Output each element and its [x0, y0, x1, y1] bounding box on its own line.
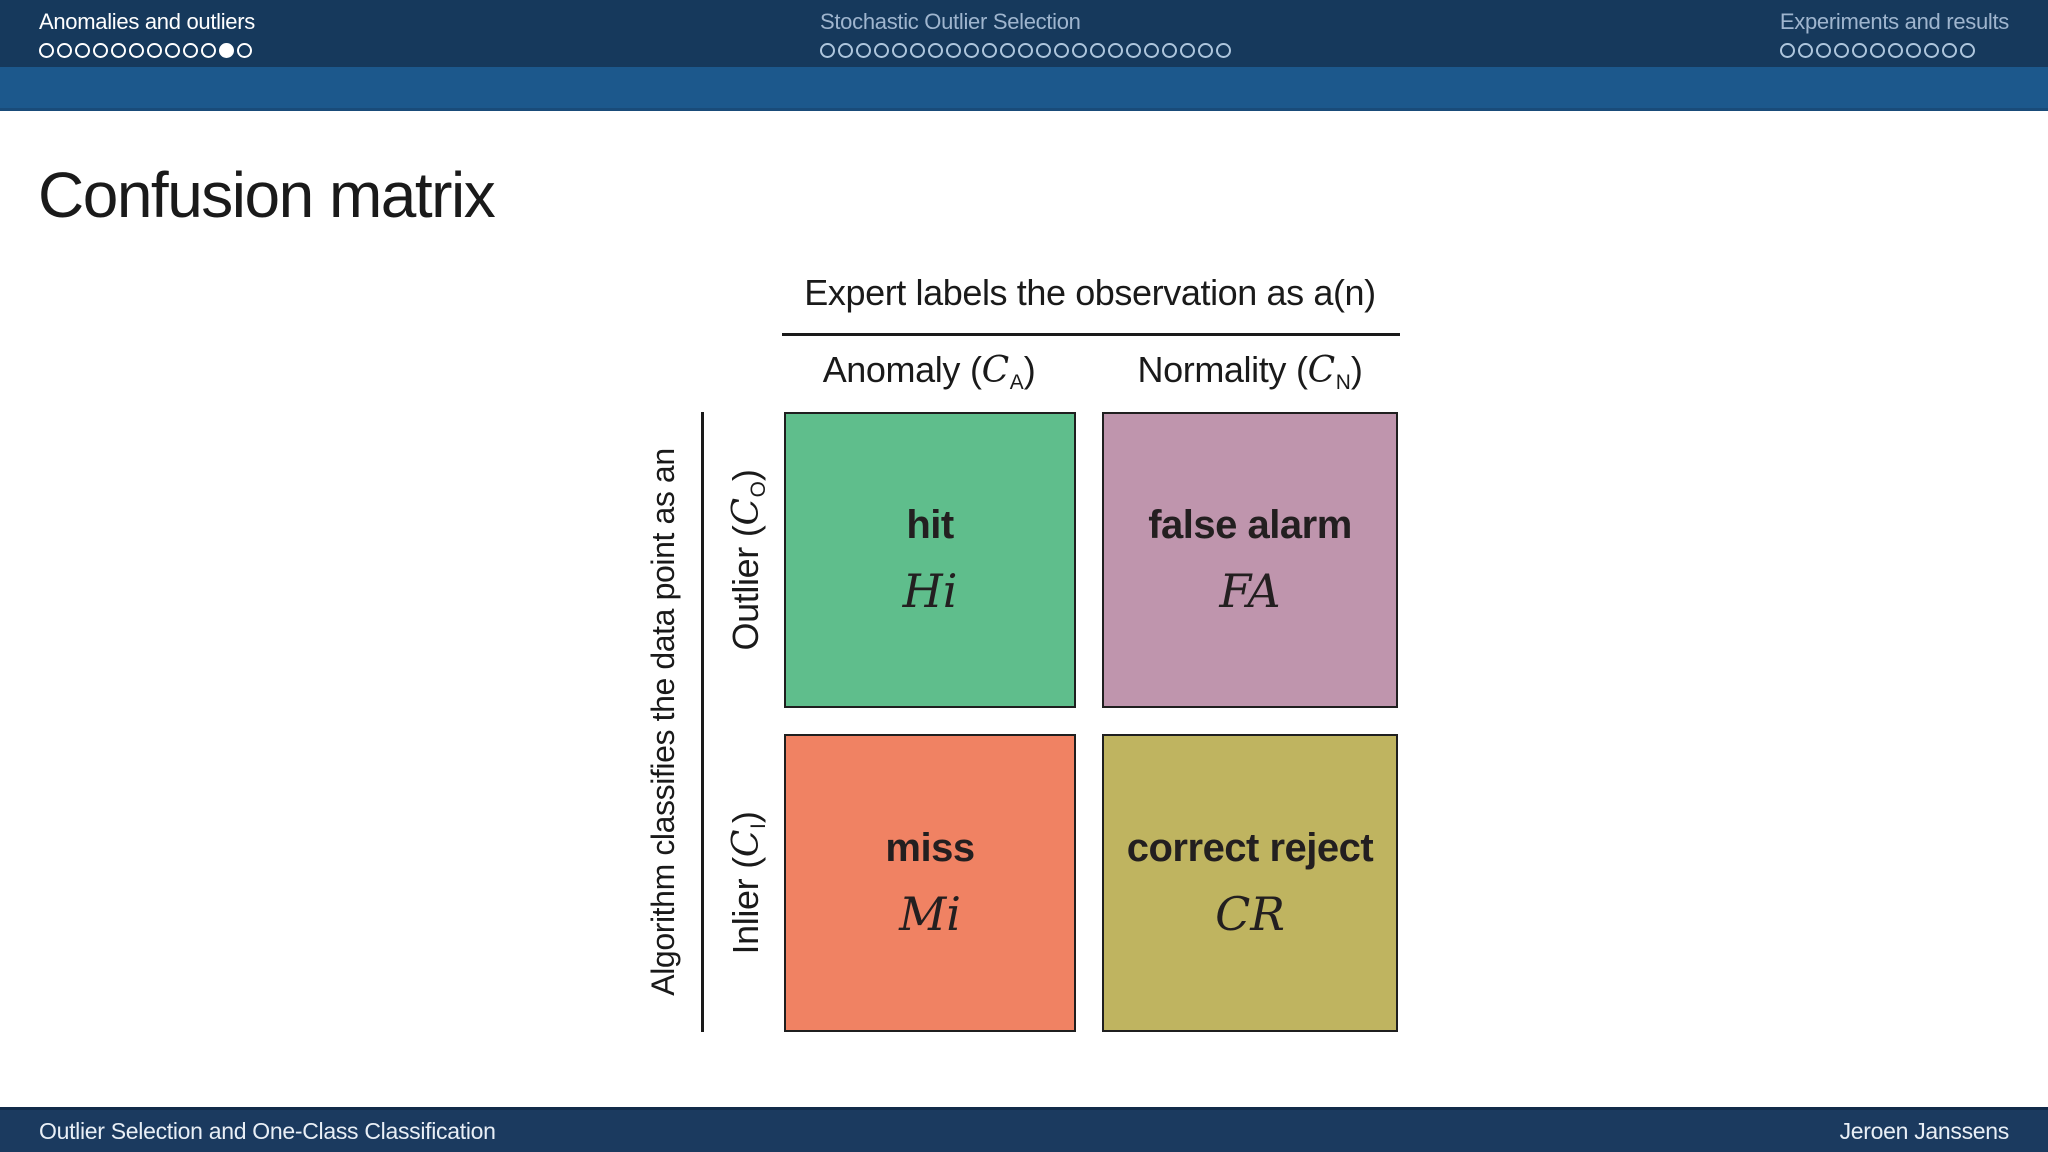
progress-dot[interactable]	[1054, 43, 1069, 58]
progress-dot[interactable]	[1198, 43, 1213, 58]
progress-dot[interactable]	[39, 43, 54, 58]
progress-dot[interactable]	[237, 43, 252, 58]
footer-presentation-title: Outlier Selection and One-Class Classifi…	[39, 1117, 496, 1144]
progress-dot[interactable]	[874, 43, 889, 58]
progress-dot[interactable]	[75, 43, 90, 58]
progress-dot[interactable]	[1851, 43, 1867, 58]
progress-dot[interactable]	[1072, 43, 1087, 58]
section-navigation-bar: Anomalies and outliers Stochastic Outlie…	[0, 0, 2048, 67]
progress-dot[interactable]	[1779, 43, 1795, 58]
progress-dot[interactable]	[1126, 43, 1141, 58]
progress-dot[interactable]	[856, 43, 871, 58]
row-axis-line	[701, 412, 704, 1032]
matrix-cell-false-alarm: false alarm FA	[1102, 412, 1398, 708]
progress-dot[interactable]	[1923, 43, 1939, 58]
nav-section-title[interactable]: Experiments and results	[1779, 9, 2009, 34]
progress-dot[interactable]	[201, 43, 216, 58]
slide-title: Confusion matrix	[38, 159, 496, 231]
progress-dot[interactable]	[1833, 43, 1849, 58]
progress-dot[interactable]	[1090, 43, 1105, 58]
column-axis-title: Expert labels the observation as a(n)	[804, 272, 1376, 313]
slide-progress-dots	[39, 43, 255, 58]
progress-dot[interactable]	[1108, 43, 1123, 58]
nav-section-experiments-and-results[interactable]: Experiments and results	[1779, 8, 2009, 58]
matrix-cell-correct-reject: correct reject CR	[1102, 734, 1398, 1032]
progress-dot[interactable]	[93, 43, 108, 58]
cell-label: miss	[885, 825, 975, 870]
matrix-cell-hit: hit Hi	[784, 412, 1076, 708]
footer-author: Jeroen Janssens	[1839, 1117, 2010, 1144]
column-label-anomaly: Anomaly(CA)	[822, 349, 1036, 394]
cell-abbreviation: FA	[1219, 563, 1281, 618]
progress-dot[interactable]	[838, 43, 853, 58]
progress-dot[interactable]	[1869, 43, 1885, 58]
progress-dot[interactable]	[946, 43, 961, 58]
nav-section-title[interactable]: Anomalies and outliers	[39, 9, 255, 34]
progress-dot[interactable]	[1941, 43, 1957, 58]
progress-dot[interactable]	[1216, 43, 1231, 58]
cell-abbreviation: Hi	[902, 563, 958, 618]
cell-abbreviation: Mi	[899, 886, 961, 941]
progress-dot[interactable]	[928, 43, 943, 58]
progress-dot[interactable]	[165, 43, 180, 58]
row-label-inlier: Inlier(CI)	[725, 811, 770, 955]
progress-dot[interactable]	[910, 43, 925, 58]
progress-dot[interactable]	[1018, 43, 1033, 58]
progress-dot[interactable]	[1887, 43, 1903, 58]
cell-label: hit	[906, 502, 954, 547]
progress-dot[interactable]	[1144, 43, 1159, 58]
progress-dot[interactable]	[1905, 43, 1921, 58]
progress-dot[interactable]	[111, 43, 126, 58]
slide-progress-dots	[820, 43, 1234, 58]
progress-dot-current[interactable]	[219, 43, 234, 58]
progress-dot[interactable]	[1000, 43, 1015, 58]
progress-dot[interactable]	[57, 43, 72, 58]
slide-progress-dots	[1779, 43, 2009, 58]
accent-bar	[0, 67, 2048, 111]
nav-section-anomalies-and-outliers[interactable]: Anomalies and outliers	[39, 8, 255, 58]
progress-dot[interactable]	[1959, 43, 1975, 58]
progress-dot[interactable]	[1797, 43, 1813, 58]
row-axis-title: Algorithm classifies the data point as a…	[645, 448, 681, 996]
progress-dot[interactable]	[129, 43, 144, 58]
nav-section-stochastic-outlier-selection[interactable]: Stochastic Outlier Selection	[820, 8, 1234, 58]
cell-label: false alarm	[1148, 502, 1352, 547]
progress-dot[interactable]	[183, 43, 198, 58]
progress-dot[interactable]	[1162, 43, 1177, 58]
progress-dot[interactable]	[820, 43, 835, 58]
nav-section-title[interactable]: Stochastic Outlier Selection	[820, 9, 1081, 34]
cell-abbreviation: CR	[1215, 886, 1285, 941]
progress-dot[interactable]	[1180, 43, 1195, 58]
row-label-outlier: Outlier(CO)	[725, 469, 770, 651]
progress-dot[interactable]	[964, 43, 979, 58]
footer-bar: Outlier Selection and One-Class Classifi…	[0, 1107, 2048, 1152]
matrix-cell-miss: miss Mi	[784, 734, 1076, 1032]
progress-dot[interactable]	[1036, 43, 1051, 58]
progress-dot[interactable]	[892, 43, 907, 58]
progress-dot[interactable]	[1815, 43, 1831, 58]
column-axis-line	[782, 333, 1400, 336]
progress-dot[interactable]	[982, 43, 997, 58]
cell-label: correct reject	[1126, 825, 1374, 870]
progress-dot[interactable]	[147, 43, 162, 58]
column-label-normality: Normality(CN)	[1137, 349, 1363, 394]
